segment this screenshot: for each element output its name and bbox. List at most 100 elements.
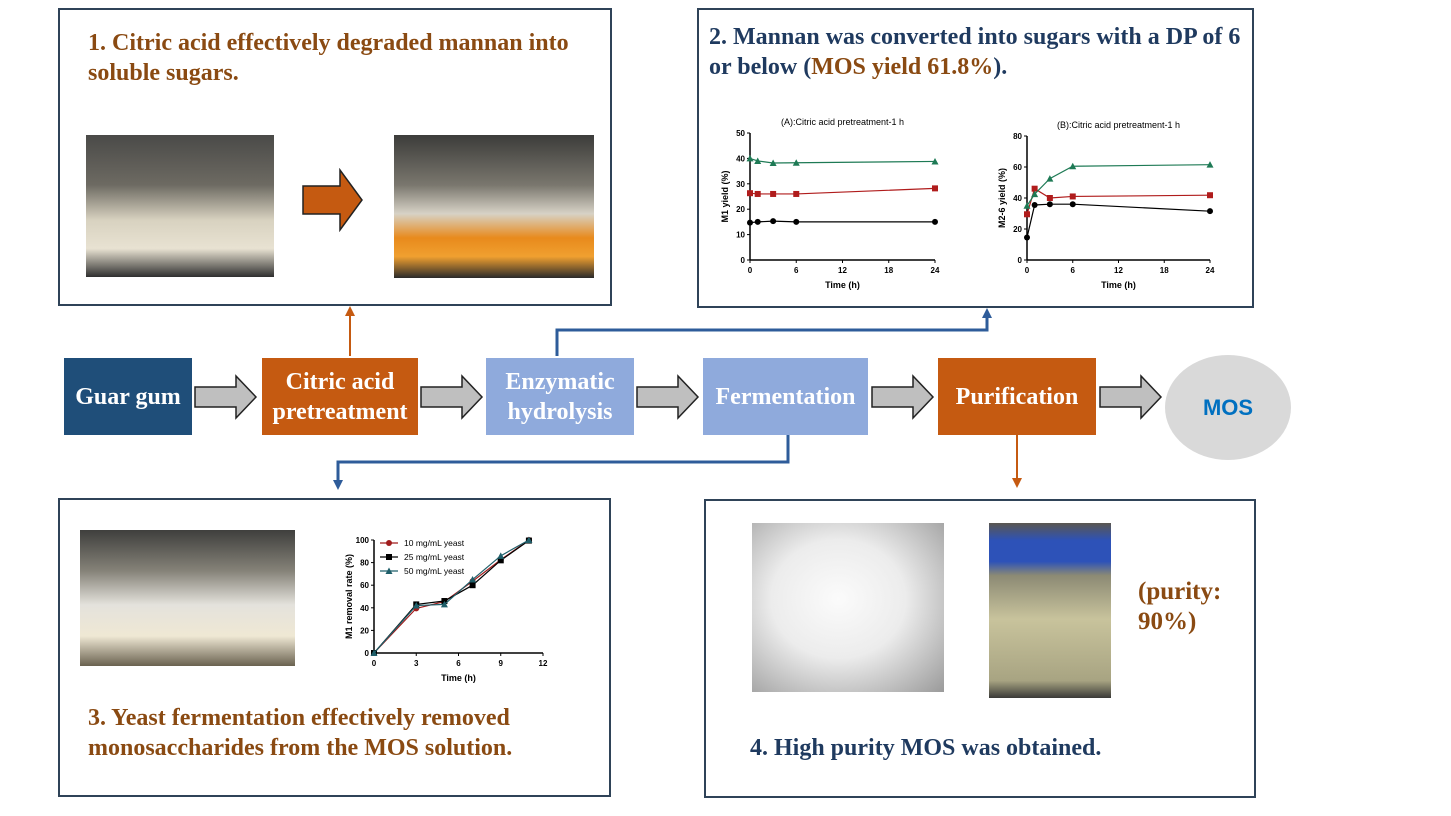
series-line-red bbox=[1026, 187, 1211, 215]
y-tick-label: 20 bbox=[360, 626, 369, 635]
data-point bbox=[1031, 190, 1039, 198]
data-point bbox=[754, 218, 761, 225]
data-point bbox=[1206, 161, 1214, 168]
data-point bbox=[469, 582, 476, 589]
x-axis-label: Time (h) bbox=[1101, 280, 1136, 290]
y-tick-label: 50 bbox=[736, 129, 745, 138]
data-point bbox=[770, 218, 777, 225]
x-tick-label: 3 bbox=[414, 659, 419, 668]
data-point bbox=[1023, 202, 1031, 209]
data-point bbox=[932, 185, 938, 192]
data-point bbox=[469, 576, 477, 583]
flow-arrow-icon bbox=[420, 374, 484, 420]
panel2-title-end: ). bbox=[993, 54, 1008, 80]
data-point bbox=[1024, 211, 1030, 218]
data-point bbox=[440, 600, 448, 608]
legend-label: 25 mg/mL yeast bbox=[404, 552, 465, 562]
series-line-black bbox=[749, 220, 935, 224]
panel-enzymatic-results: 2. Mannan was converted into sugars with… bbox=[697, 8, 1254, 308]
data-point bbox=[1207, 208, 1213, 215]
x-tick-label: 0 bbox=[372, 659, 377, 668]
step-citric-acid-pretreatment: Citric acid pretreatment bbox=[262, 358, 418, 435]
y-axis-label: M2-6 yield (%) bbox=[997, 168, 1007, 228]
data-point bbox=[746, 154, 754, 162]
y-tick-label: 10 bbox=[736, 231, 745, 240]
x-tick-label: 18 bbox=[884, 266, 893, 275]
y-tick-label: 80 bbox=[1013, 132, 1022, 141]
data-point bbox=[770, 190, 777, 197]
chart-m2-6-yield: (B):Citric acid pretreatment-1 h 0 20 40 60 8… bbox=[997, 120, 1215, 290]
data-point bbox=[497, 557, 504, 564]
panel2-title: 2. Mannan was converted into sugars with… bbox=[709, 22, 1249, 82]
y-tick-label: 60 bbox=[360, 581, 369, 590]
arrow-icon bbox=[302, 168, 363, 232]
chart-title: (A):Citric acid pretreatment-1 h bbox=[781, 117, 904, 127]
y-tick-label: 30 bbox=[736, 180, 745, 189]
chart-title: (B):Citric acid pretreatment-1 h bbox=[1057, 120, 1180, 130]
x-tick-label: 0 bbox=[1025, 266, 1030, 275]
x-tick-label: 12 bbox=[1114, 266, 1123, 275]
y-axis-label: M1 yield (%) bbox=[720, 170, 730, 222]
data-point bbox=[931, 157, 939, 165]
x-tick-label: 12 bbox=[539, 659, 548, 668]
y-tick-label: 0 bbox=[741, 256, 746, 265]
x-axis-label: Time (h) bbox=[441, 673, 476, 683]
data-point bbox=[793, 190, 800, 197]
y-tick-label: 100 bbox=[356, 536, 370, 545]
data-point bbox=[793, 218, 800, 225]
data-point bbox=[792, 159, 800, 166]
data-point bbox=[932, 218, 938, 225]
flow-arrow-icon bbox=[194, 374, 258, 420]
x-tick-label: 9 bbox=[499, 659, 504, 668]
panel-purification: (purity: 90%) 4. High purity MOS was obt… bbox=[704, 499, 1256, 798]
y-tick-label: 60 bbox=[1013, 163, 1022, 172]
photo-flasks-before bbox=[86, 135, 274, 277]
panel2-title-text: 2. Mannan was converted into sugars with… bbox=[709, 24, 1241, 80]
x-tick-label: 6 bbox=[794, 266, 799, 275]
y-tick-label: 20 bbox=[736, 205, 745, 214]
series-line-green bbox=[1026, 164, 1211, 207]
purity-label: (purity: 90%) bbox=[1138, 578, 1222, 635]
panel-citric-acid: 1. Citric acid effectively degraded mann… bbox=[58, 8, 612, 306]
legend-marker bbox=[386, 554, 392, 560]
data-point bbox=[1031, 185, 1038, 192]
x-tick-label: 12 bbox=[838, 266, 847, 275]
legend-label: 50 mg/mL yeast bbox=[404, 566, 465, 576]
data-point bbox=[769, 159, 777, 166]
y-tick-label: 40 bbox=[360, 604, 369, 613]
step-guar-gum: Guar gum bbox=[64, 358, 192, 435]
series-line-green bbox=[749, 157, 936, 164]
photo-fermentation-flasks bbox=[80, 530, 295, 666]
y-tick-label: 0 bbox=[365, 649, 370, 658]
x-tick-label: 0 bbox=[748, 266, 753, 275]
y-tick-label: 0 bbox=[1018, 256, 1023, 265]
legend-marker bbox=[385, 567, 393, 574]
series-line-25-mg-ml-yeast bbox=[373, 540, 530, 654]
panel1-title: 1. Citric acid effectively degraded mann… bbox=[88, 30, 569, 86]
series-line-red bbox=[749, 187, 936, 195]
photo-mos-powder bbox=[752, 523, 944, 692]
y-tick-label: 40 bbox=[1013, 194, 1022, 203]
photo-mos-solution-bottle bbox=[989, 523, 1111, 698]
data-point bbox=[412, 602, 420, 609]
x-axis-label: Time (h) bbox=[825, 280, 860, 290]
flow-arrow-icon bbox=[871, 374, 935, 420]
panel4-title: 4. High purity MOS was obtained. bbox=[750, 735, 1102, 761]
data-point bbox=[1031, 201, 1038, 208]
legend-label: 10 mg/mL yeast bbox=[404, 538, 465, 548]
data-point bbox=[1207, 192, 1213, 199]
data-point bbox=[497, 552, 505, 559]
data-point bbox=[1069, 193, 1076, 200]
y-tick-label: 40 bbox=[736, 154, 745, 163]
flow-arrow-icon bbox=[1099, 374, 1163, 420]
y-tick-label: 80 bbox=[360, 559, 369, 568]
x-tick-label: 24 bbox=[1206, 266, 1215, 275]
data-point bbox=[1046, 195, 1053, 201]
data-point bbox=[1024, 234, 1030, 241]
data-point bbox=[747, 190, 753, 197]
data-point bbox=[1046, 201, 1053, 208]
photo-flasks-after bbox=[394, 135, 594, 278]
mos-yield-highlight: MOS yield 61.8% bbox=[811, 54, 994, 80]
chart-m1-yield: (A):Citric acid pretreatment-1 h 0 10 20 30 4… bbox=[720, 117, 940, 290]
y-tick-label: 20 bbox=[1013, 225, 1022, 234]
